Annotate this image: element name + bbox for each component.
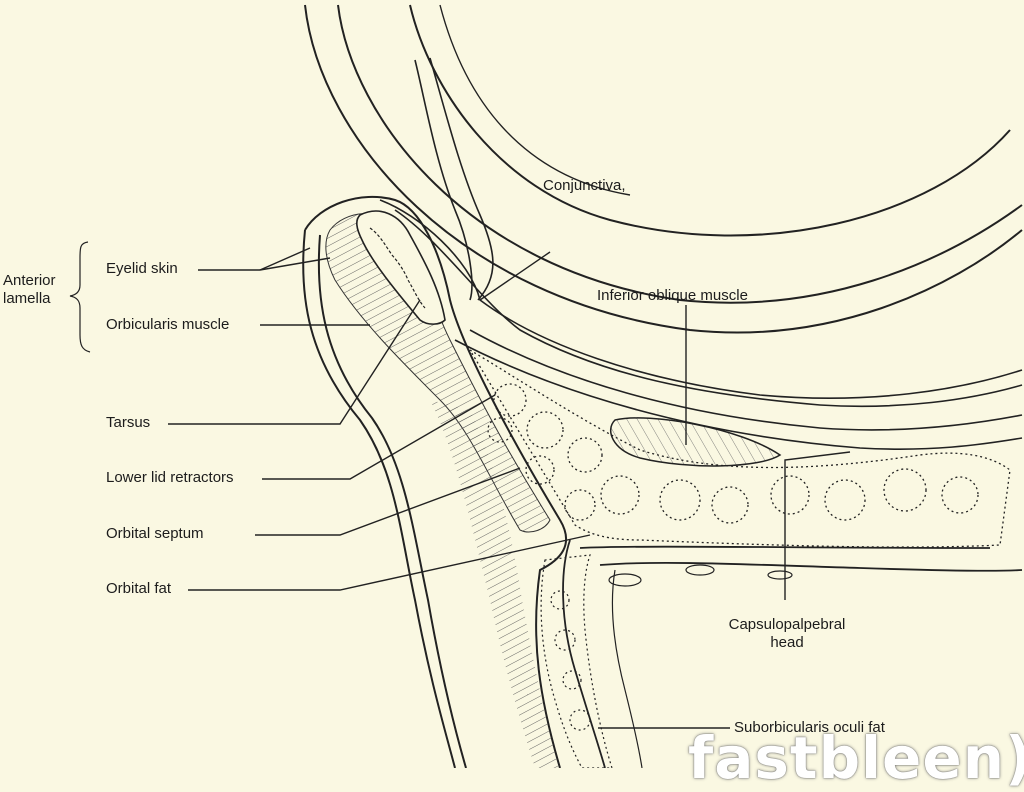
leader-lines	[69, 241, 851, 729]
suborbicularis-fat-shape	[540, 554, 613, 768]
globe-outline	[304, 4, 1023, 334]
label-capsulopalpebral-head: Capsulopalpebral head	[728, 616, 846, 651]
label-orbicularis-muscle: Orbicularis muscle	[106, 316, 230, 333]
label-orbital-fat: Orbital fat	[106, 580, 172, 597]
label-eyelid-skin: Eyelid skin	[106, 260, 178, 277]
eyelid-anatomy-diagram: Anterior lamella Eyelid skin Orbicularis…	[3, 4, 1024, 788]
label-orbital-septum: Orbital septum	[106, 525, 204, 542]
tarsus-shape	[325, 213, 560, 768]
orbital-rim-bone	[562, 539, 1023, 768]
orbicularis-muscle-shape	[356, 210, 446, 325]
inferior-oblique-muscle-shape	[610, 417, 782, 467]
label-lower-lid-retractors: Lower lid retractors	[106, 469, 234, 486]
orbital-fat-lobules	[469, 349, 1011, 548]
label-conjunctiva: Conjunctiva,	[543, 177, 626, 194]
label-anterior-lamella: Anterior lamella	[3, 272, 56, 307]
label-inferior-oblique-muscle: Inferior oblique muscle	[597, 287, 748, 304]
conjunctiva-fornix	[379, 57, 1023, 450]
label-tarsus: Tarsus	[106, 414, 151, 431]
anatomy-illustration	[69, 4, 1023, 768]
watermark-logo: fastbleen))	[688, 724, 1024, 792]
label-suborbicularis-oculi-fat: Suborbicularis oculi fat	[734, 719, 885, 736]
